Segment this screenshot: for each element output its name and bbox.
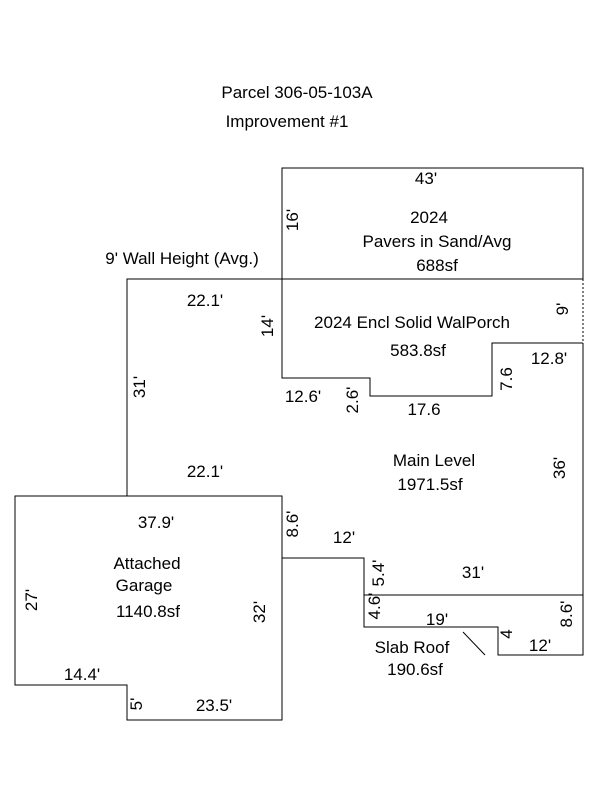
main-level-area: 1971.5sf — [397, 475, 462, 494]
porch-area: 583.8sf — [390, 341, 446, 360]
main-19-label: 19' — [426, 610, 448, 629]
garage-37-9-label: 37.9' — [138, 513, 174, 532]
garage-23-5-label: 23.5' — [196, 696, 232, 715]
main-8-6-label: 8.6' — [283, 511, 302, 538]
porch-2-6-label: 2.6' — [343, 387, 362, 414]
pavers-outline — [281, 167, 584, 280]
porch-12-6-label: 12.6' — [285, 387, 321, 406]
pavers-width-label: 43' — [415, 169, 437, 188]
main-36-label: 36' — [550, 457, 569, 479]
slab-roof-name: Slab Roof — [375, 638, 450, 657]
main-5-4-label: 5.4' — [369, 560, 388, 587]
pavers-name: Pavers in Sand/Avg — [363, 232, 512, 251]
porch-name: 2024 Encl Solid WalPorch — [314, 313, 510, 332]
improvement-title: Improvement #1 — [226, 112, 349, 131]
main-31-bottom-label: 31' — [462, 563, 484, 582]
main-level-left-outline — [126, 278, 282, 496]
wall-height-label: 9' Wall Height (Avg.) — [105, 249, 258, 268]
porch-depth-14-label: 14' — [258, 315, 277, 337]
garage-5-label: 5' — [127, 698, 146, 711]
garage-14-4-label: 14.4' — [64, 665, 100, 684]
porch-9-label: 9' — [553, 303, 572, 316]
slab-roof-leader — [462, 631, 486, 656]
porch-17-6-label: 17.6 — [407, 400, 440, 419]
garage-name-line2: Garage — [116, 576, 173, 595]
pavers-depth-label: 16' — [283, 209, 302, 231]
porch-outline — [281, 279, 583, 397]
garage-outline — [14, 495, 283, 721]
main-12-label: 12' — [333, 528, 355, 547]
main-level-right-outline — [282, 343, 584, 656]
main-level-name: Main Level — [393, 451, 475, 470]
porch-7-6-label: 7.6 — [497, 367, 516, 391]
garage-32-label: 32' — [250, 601, 269, 623]
garage-area: 1140.8sf — [116, 602, 180, 621]
main-4-6-label: 4.6' — [365, 593, 384, 620]
main-22-1-mid-label: 22.1' — [187, 462, 223, 481]
parcel-title: Parcel 306-05-103A — [221, 83, 373, 102]
pavers-year: 2024 — [410, 208, 448, 227]
garage-27-label: 27' — [22, 589, 41, 611]
slab-12-label: 12' — [529, 636, 551, 655]
pavers-area: 688sf — [416, 256, 458, 275]
porch-12-8-label: 12.8' — [531, 349, 567, 368]
slab-8-6-label: 8.6' — [557, 601, 576, 628]
slab-4-label: 4 — [497, 629, 516, 638]
garage-name-line1: Attached — [113, 554, 180, 573]
main-22-1-top-label: 22.1' — [187, 291, 223, 310]
slab-roof-area: 190.6sf — [387, 660, 443, 679]
main-31-left-label: 31' — [130, 376, 149, 398]
sketch-lines — [14, 167, 584, 721]
